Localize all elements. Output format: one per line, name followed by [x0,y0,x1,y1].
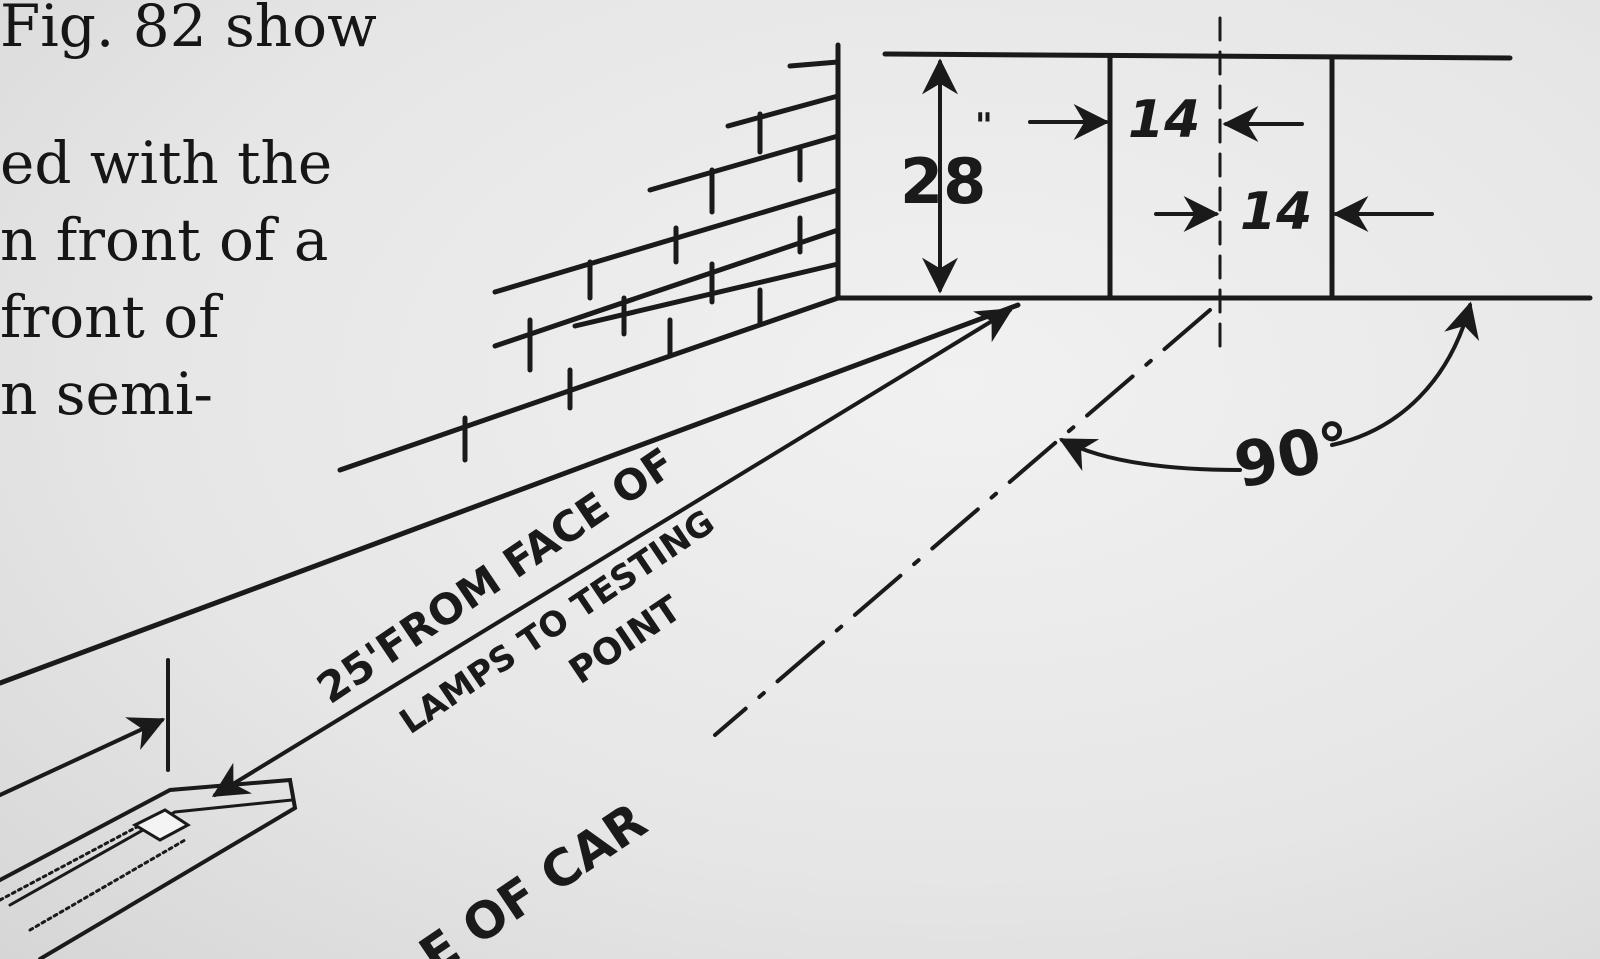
text-line: Fig. 82 show [0,0,377,60]
aiming-screen [882,51,1513,301]
offset-right-label: 14 [1240,182,1312,242]
angle-arc [1330,301,1480,447]
distance-line [0,302,1021,686]
text-line: n front of a [0,206,329,274]
text-line: n semi- [0,360,214,428]
car-centre-line [713,308,1212,737]
height-label: 28 [900,145,986,218]
text-line: front of [0,283,220,351]
angle-label: 90° [1228,407,1358,503]
angle-arc [1058,438,1242,472]
height-unit-label: " [975,106,993,146]
car-centre-label: E OF CAR [409,792,657,959]
distance-dimension-arrow [211,308,1014,797]
body-text: Fig. 82 show ed with the n front of a fr… [0,0,420,433]
text-line: ed with the [0,129,333,197]
offset-left-label: 14 [1128,90,1200,150]
brick-wall [337,42,841,473]
car-lamp [0,658,298,959]
